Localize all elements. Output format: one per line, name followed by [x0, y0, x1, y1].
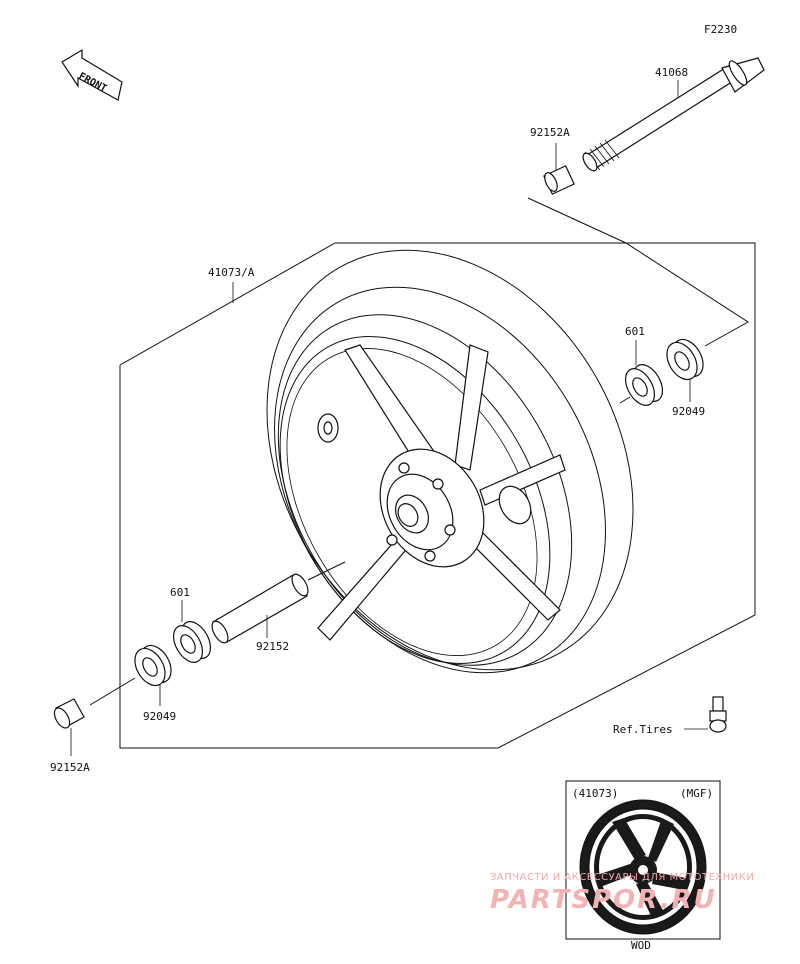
- watermark-top-line: ЗАПЧАСТИ И АКСЕССУАРЫ ДЛЯ МОТОТЕХНИКИ: [490, 872, 754, 883]
- valve-part: [709, 696, 727, 733]
- front-arrow-icon: FRONT: [61, 48, 123, 101]
- seal-left-part: [134, 644, 172, 687]
- bearing-right-label: 601: [625, 325, 645, 338]
- bearing-left-part: [172, 621, 212, 663]
- axle-leader: [527, 197, 627, 244]
- inset-color-code: WOD: [631, 939, 651, 952]
- bearing-left-label: 601: [170, 586, 190, 599]
- seal-left-axis: [89, 677, 136, 706]
- watermark-brand: PARTSPOR.RU: [490, 885, 717, 915]
- axle-part: [582, 57, 765, 172]
- seal-right-part: [666, 338, 704, 381]
- seal-right-label: 92049: [672, 405, 705, 418]
- inset-part-number: (41073): [572, 787, 618, 800]
- spacer-label: 92152: [256, 640, 289, 653]
- inset-wheel-image: [579, 799, 707, 935]
- axle-bracket: [625, 242, 749, 347]
- spacer-axis: [307, 561, 346, 581]
- axle-label: 41068: [655, 66, 688, 79]
- bearing-right-axis: [619, 396, 631, 404]
- wheel-part: [266, 249, 634, 674]
- collar-bottom-part: [53, 698, 85, 729]
- collar-bottom-label: 92152A: [50, 761, 90, 774]
- figure-code: F2230: [704, 23, 737, 36]
- assembly-frame: [119, 242, 756, 749]
- collar-top-part: [543, 165, 575, 195]
- inset-variant: (MGF): [680, 787, 713, 800]
- bearing-right-part: [624, 364, 664, 406]
- valve-ref-label: Ref.Tires: [613, 723, 673, 736]
- spacer-part: [211, 573, 309, 644]
- inset-box: [565, 780, 721, 940]
- seal-left-label: 92049: [143, 710, 176, 723]
- collar-top-label: 92152A: [530, 126, 570, 139]
- wheel-label: 41073/A: [208, 266, 255, 279]
